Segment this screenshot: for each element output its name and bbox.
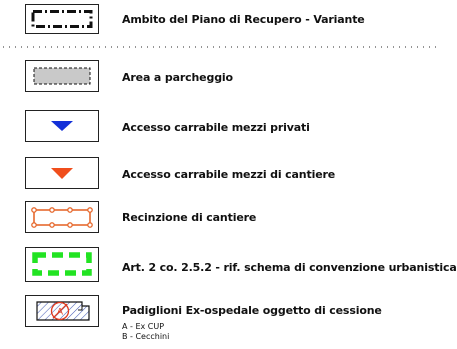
legend-label-padiglioni: Padiglioni Ex-ospedale oggetto di cessio… <box>122 304 382 317</box>
legend-label-accesso-cantiere: Accesso carrabile mezzi di cantiere <box>122 168 336 181</box>
orange-fence-icon <box>31 207 93 228</box>
gray-dashed-area-icon <box>33 67 91 85</box>
pavilion-marker-letter: A <box>57 308 64 318</box>
legend-label-parcheggio: Area a parcheggio <box>122 71 233 84</box>
fence-symbol-box <box>25 201 99 233</box>
legend: Ambito del Piano di Recupero - Variante … <box>3 4 457 341</box>
green-dashed-boundary-icon <box>32 252 92 276</box>
legend-label-accesso-privati: Accesso carrabile mezzi privati <box>122 121 310 134</box>
legend-label-ambito: Ambito del Piano di Recupero - Variante <box>122 13 365 26</box>
dash-dot-boundary-icon <box>31 10 93 28</box>
legend-label-recinzione: Recinzione di cantiere <box>122 211 257 224</box>
orange-triangle-icon <box>51 168 73 179</box>
boundary-symbol-box <box>25 4 99 34</box>
hatched-building-a-icon: A <box>36 301 90 321</box>
private-access-symbol-box <box>25 110 99 142</box>
legend-sublabel-cecchini: B - Cecchini <box>122 332 170 341</box>
parking-symbol-box <box>25 60 99 92</box>
blue-triangle-icon <box>51 121 73 131</box>
legend-label-art2: Art. 2 co. 2.5.2 - rif. schema di conven… <box>122 261 457 274</box>
site-access-symbol-box <box>25 157 99 189</box>
pavilion-symbol-box: A <box>25 295 99 327</box>
legend-sublabel-ex-cup: A - Ex CUP <box>122 322 165 331</box>
dotted-separator <box>3 46 439 48</box>
convention-symbol-box <box>25 247 99 282</box>
